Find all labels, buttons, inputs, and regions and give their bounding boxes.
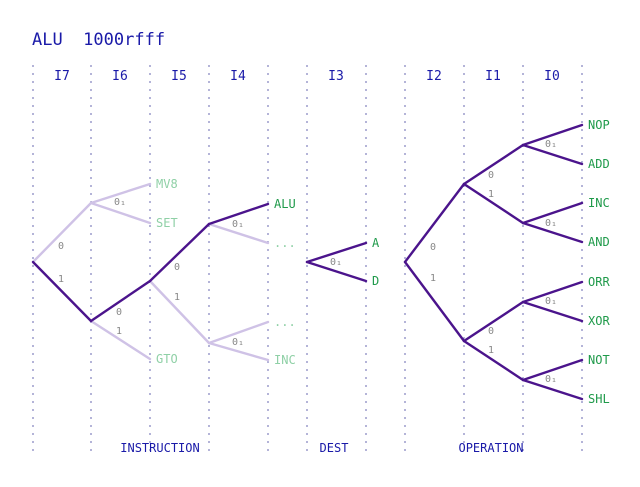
bit-label: 0₁ <box>545 296 557 307</box>
tree-edge <box>521 201 584 225</box>
group-label-operation: OPERATION <box>458 441 523 455</box>
tree-edge <box>207 202 270 226</box>
tree-edge <box>207 320 270 345</box>
tree-edge <box>31 201 93 264</box>
column-header-i0: I0 <box>544 69 560 84</box>
bit-label: 0₁ <box>545 218 557 229</box>
leaf-label-shl: SHL <box>588 392 610 406</box>
tree-edge <box>521 378 584 401</box>
column-header-i1: I1 <box>485 69 501 84</box>
leaf-label-gto: GTO <box>156 352 178 366</box>
bit-label: 0₁ <box>330 257 342 268</box>
tree-edge <box>89 201 152 225</box>
tree-edge <box>462 182 525 225</box>
diagram-title: ALU 1000rfff <box>32 30 165 50</box>
tree-edge <box>521 123 584 147</box>
bit-label: 1 <box>430 273 436 284</box>
tree-edge <box>521 358 584 382</box>
bit-label: 0 <box>488 170 494 181</box>
tree-edge <box>89 182 152 205</box>
leaf-label-mv8: MV8 <box>156 177 178 191</box>
group-label-dest: DEST <box>320 441 349 455</box>
bit-label: 0₁ <box>232 337 244 348</box>
tree-edge <box>462 300 525 343</box>
tree-edge <box>207 222 270 245</box>
leaf-label-dots-bottom: ... <box>274 315 296 329</box>
bit-label: 1 <box>488 189 494 200</box>
leaf-label-alu: ALU <box>274 197 296 211</box>
bit-label: 0 <box>116 307 122 318</box>
column-headers: I7 I6 I5 I4 I3 I2 I1 I0 <box>54 69 560 84</box>
tree-edge <box>521 143 584 166</box>
bit-label: 0 <box>174 262 180 273</box>
leaf-label-and: AND <box>588 235 610 249</box>
tree-edge <box>305 260 368 283</box>
instruction-active-edges <box>31 202 270 323</box>
tree-edge <box>305 241 368 264</box>
column-gridlines <box>32 65 583 455</box>
tree-edge <box>521 300 584 323</box>
tree-edge <box>403 182 466 264</box>
column-header-i4: I4 <box>230 69 246 84</box>
tree-edge <box>207 341 270 362</box>
instruction-inactive-edges <box>31 182 270 362</box>
bit-label: 0 <box>58 241 64 252</box>
leaf-label-xor: XOR <box>588 314 610 328</box>
tree-edge <box>462 339 525 382</box>
leaf-label-orr: ORR <box>588 275 610 289</box>
bit-label: 0₁ <box>232 219 244 230</box>
column-header-i6: I6 <box>112 69 128 84</box>
inactive-leaf-labels: MV8 SET GTO ... ... INC <box>156 177 296 367</box>
leaf-label-a: A <box>372 236 380 250</box>
column-header-i2: I2 <box>426 69 442 84</box>
tree-edge <box>521 221 584 244</box>
leaf-label-set: SET <box>156 216 178 230</box>
leaf-label-d: D <box>372 274 379 288</box>
column-header-i7: I7 <box>54 69 70 84</box>
bit-label: 1 <box>488 345 494 356</box>
group-label-instruction: INSTRUCTION <box>120 441 199 455</box>
tree-edge <box>89 319 152 361</box>
tree-edge <box>148 279 211 345</box>
group-labels: INSTRUCTION DEST OPERATION <box>120 441 523 455</box>
active-leaf-labels: ALU A D NOP ADD INC AND ORR XOR NOT SHL <box>274 118 610 406</box>
dest-edges <box>305 241 368 283</box>
bit-label: 0₁ <box>545 139 557 150</box>
leaf-label-inc: INC <box>588 196 610 210</box>
operation-edges <box>403 123 584 401</box>
bit-label: 0 <box>488 326 494 337</box>
bit-label: 0₁ <box>114 197 126 208</box>
leaf-label-dots-top: ... <box>274 236 296 250</box>
tree-edge <box>403 260 466 343</box>
column-header-i5: I5 <box>171 69 187 84</box>
leaf-label-add: ADD <box>588 157 610 171</box>
tree-edge <box>148 222 211 283</box>
leaf-label-inc-instruction: INC <box>274 353 296 367</box>
tree-edge <box>462 143 525 186</box>
bit-labels: 0 1 0₁ 0 1 0 1 0₁ 0₁ 0₁ 0 1 0 1 0 1 0₁ 0… <box>58 139 557 385</box>
bit-label: 1 <box>116 326 122 337</box>
leaf-label-not: NOT <box>588 353 610 367</box>
column-header-i3: I3 <box>328 69 344 84</box>
bit-label: 1 <box>58 274 64 285</box>
bit-label: 1 <box>174 292 180 303</box>
bit-label: 0₁ <box>545 374 557 385</box>
leaf-label-nop: NOP <box>588 118 610 132</box>
tree-edge <box>89 279 152 323</box>
bit-label: 0 <box>430 242 436 253</box>
tree-edge <box>31 260 93 323</box>
tree-edge <box>521 280 584 304</box>
